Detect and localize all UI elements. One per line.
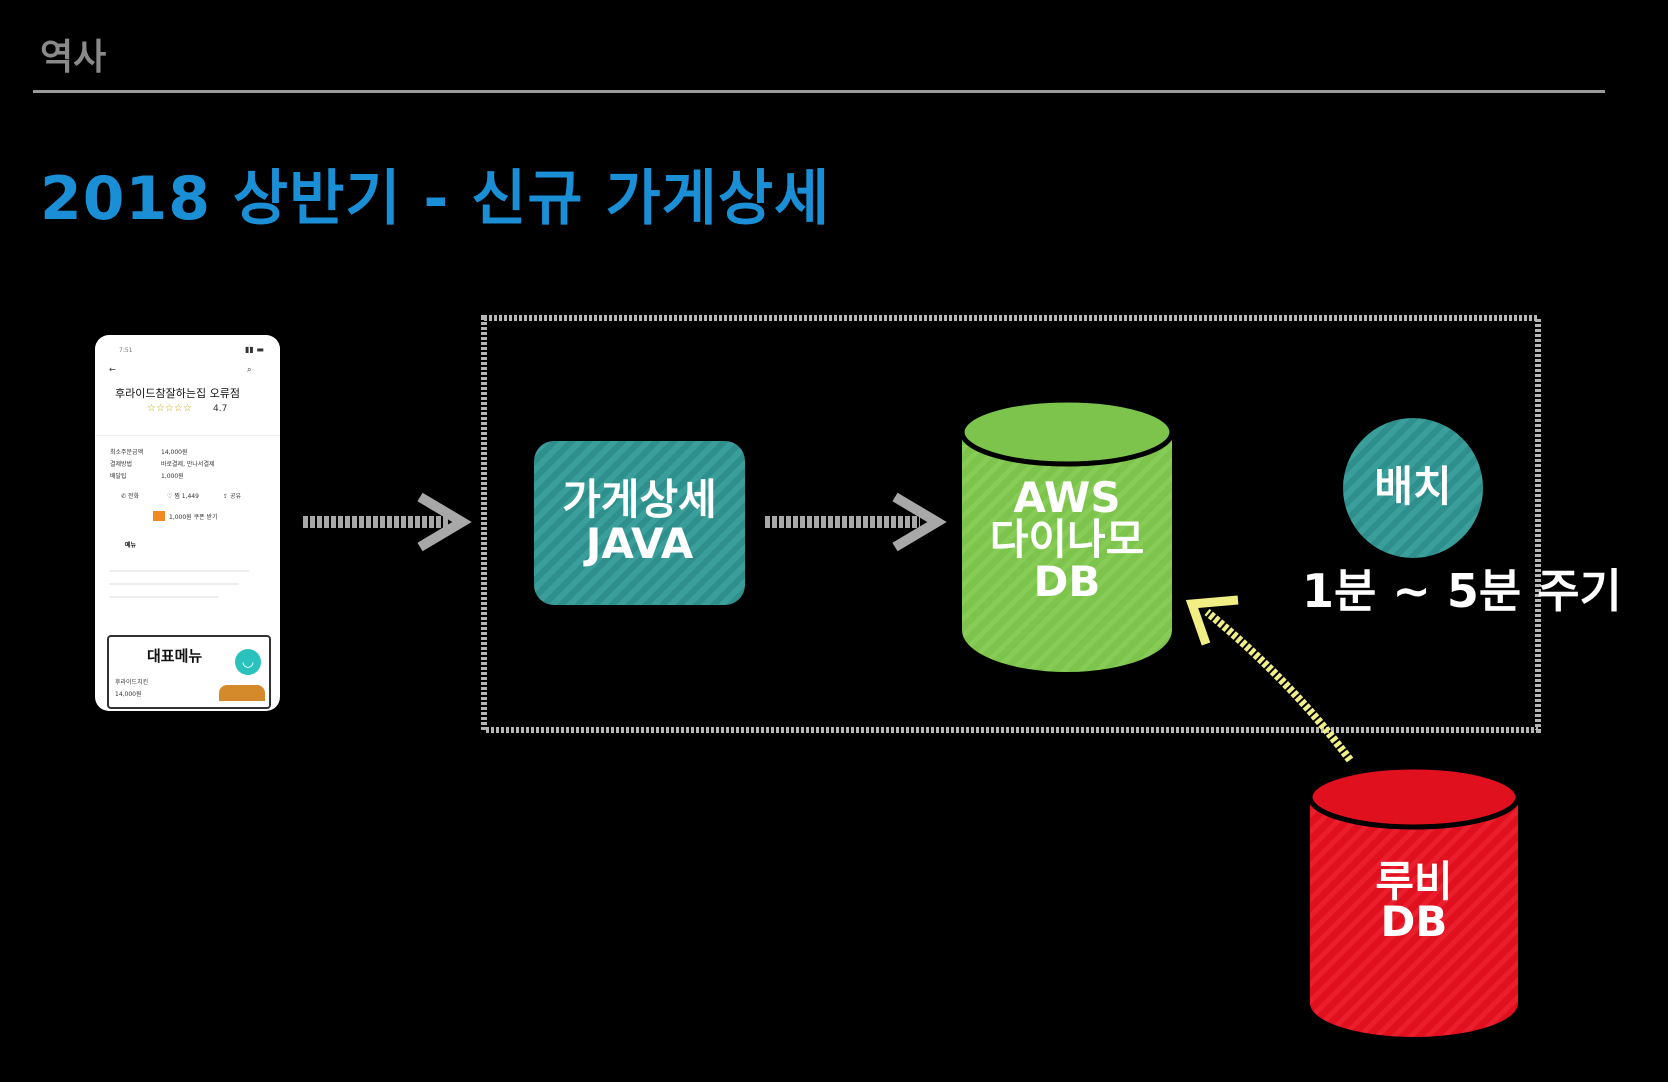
phone-icon: ✆ [121, 493, 127, 500]
star-rating-icon: ☆☆☆☆☆ [147, 403, 192, 414]
phone-text-placeholder [109, 570, 249, 572]
cart-icon[interactable]: ◡ [235, 649, 261, 675]
menu-item-name: 후라이드치킨 [115, 679, 149, 686]
featured-menu-title: 대표메뉴 [147, 647, 203, 665]
coupon-button[interactable]: 1,000원 쿠폰 받기 [169, 514, 218, 521]
dynamo-label-line1: AWS [1013, 473, 1121, 522]
batch-label: 배치 [1374, 462, 1452, 511]
dynamo-label-line3: DB [1033, 557, 1101, 606]
share-icon: ⇪ [223, 493, 229, 500]
call-label: 전화 [127, 493, 139, 500]
dynamo-label-line2: 다이나모 [989, 515, 1145, 564]
share-label: 공유 [229, 493, 241, 500]
arrow-service-to-dynamo [765, 492, 947, 552]
service-label-line1: 가게상세 [562, 475, 717, 524]
phone-status-time: 7:51 [119, 347, 133, 354]
phone-screenshot: 7:51 ▮▮ ▬ ← ⌕ 후라이드참잘하는집 오류점 ☆☆☆☆☆ 4.7 최소… [95, 335, 280, 711]
ruby-db-cylinder [1307, 764, 1521, 1037]
share-button[interactable]: ⇪ 공유 [223, 491, 241, 500]
tab-menu[interactable]: 메뉴 [125, 542, 137, 549]
payment-value: 바로결제, 만나서결제 [161, 461, 215, 468]
store-name: 후라이드참잘하는집 오류점 [115, 387, 240, 400]
store-detail-service-box [534, 441, 745, 605]
min-order-value: 14,000원 [161, 449, 188, 456]
search-icon: ⌕ [247, 365, 252, 374]
payment-label: 결제방법 [110, 461, 133, 468]
call-button[interactable]: ✆ 전화 [121, 491, 139, 500]
ruby-label-line2: DB [1380, 897, 1448, 946]
heart-icon: ♡ [167, 493, 173, 500]
dynamo-db-cylinder [959, 397, 1175, 672]
arrow-phone-to-service [303, 492, 472, 552]
chicken-image [219, 685, 265, 701]
section-title: 역사 [40, 37, 107, 78]
rating-value: 4.7 [213, 404, 228, 414]
service-label-line2: JAVA [585, 519, 694, 568]
min-order-label: 최소주문금액 [110, 449, 144, 456]
ruby-label-line1: 루비 [1375, 857, 1453, 906]
arrow-ruby-to-dynamo [1185, 595, 1354, 763]
coupon-icon [153, 511, 165, 521]
delivery-label: 배달팁 [110, 473, 127, 480]
phone-text-placeholder [109, 596, 219, 598]
signal-battery-icon: ▮▮ ▬ [245, 345, 264, 354]
back-icon: ← [109, 365, 116, 374]
slide-title: 2018 상반기 - 신규 가게상세 [40, 164, 831, 234]
featured-menu-card[interactable]: 대표메뉴 ◡ 후라이드치킨 14,000원 [107, 635, 271, 709]
menu-item-price: 14,000원 [115, 691, 142, 698]
phone-divider [95, 435, 280, 436]
like-label: 찜 1,449 [174, 493, 199, 500]
phone-text-placeholder [109, 583, 239, 585]
header-divider [33, 90, 1605, 93]
batch-period-note: 1분 ~ 5분 주기 [1302, 564, 1622, 618]
delivery-value: 1,000원 [161, 473, 184, 480]
batch-circle [1343, 418, 1483, 558]
like-button[interactable]: ♡ 찜 1,449 [167, 491, 199, 500]
system-boundary-box [481, 315, 1541, 733]
